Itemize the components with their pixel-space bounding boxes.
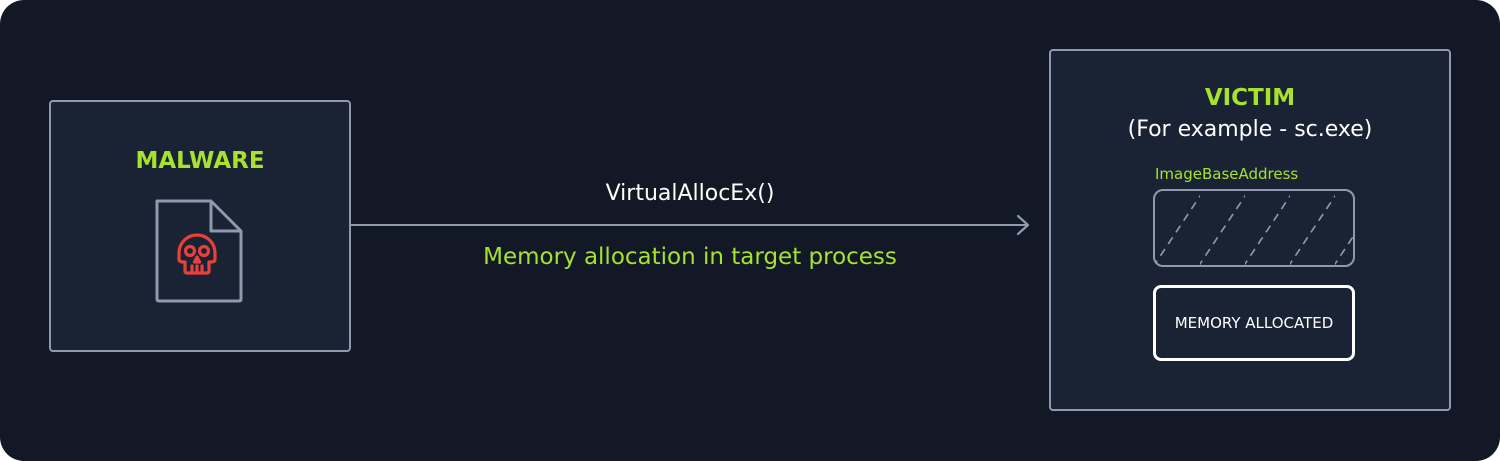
memory-allocated-label: MEMORY ALLOCATED	[1174, 314, 1334, 332]
victim-subtitle: (For example - sc.exe)	[1127, 117, 1373, 142]
hatch-pattern	[1155, 191, 1353, 265]
victim-box: VICTIM (For example - sc.exe) ImageBaseA…	[1049, 49, 1451, 411]
allocation-description: Memory allocation in target process	[483, 244, 897, 270]
malware-title: MALWARE	[135, 148, 265, 174]
malware-box: MALWARE	[49, 100, 351, 352]
api-call-label: VirtualAllocEx()	[605, 181, 775, 206]
skull-file-icon	[155, 199, 243, 303]
image-base-label: ImageBaseAddress	[1155, 165, 1299, 183]
memory-allocated-block: MEMORY ALLOCATED	[1153, 285, 1355, 361]
arrow-right-icon	[350, 214, 1030, 236]
image-base-block	[1153, 189, 1355, 267]
victim-title: VICTIM	[1204, 85, 1296, 111]
